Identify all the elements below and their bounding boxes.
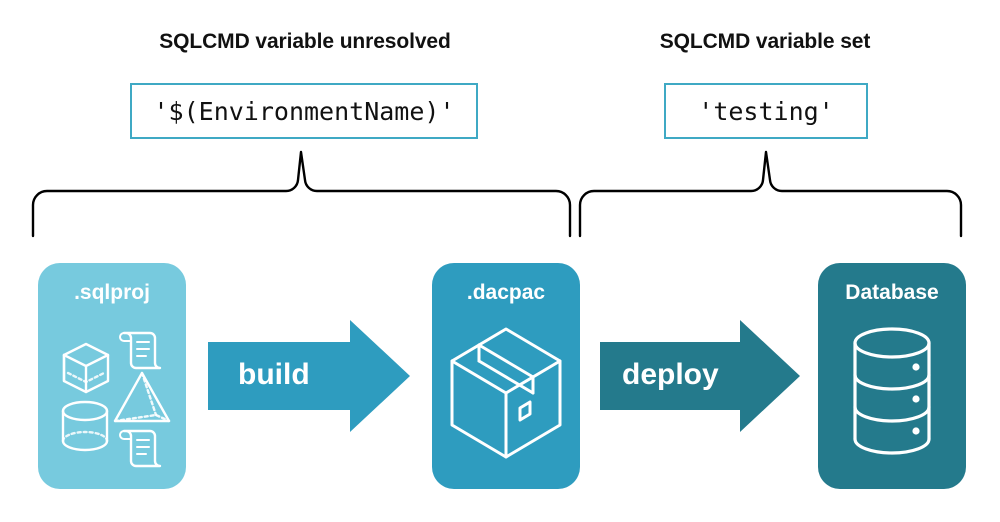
cylinder-icon: [61, 400, 109, 452]
stage-label-dacpac: .dacpac: [466, 281, 546, 304]
package-box-icon: [450, 327, 562, 459]
database-status-dots: [912, 363, 920, 435]
stage-box-database: Database: [818, 263, 966, 489]
code-value-unresolved: '$(EnvironmentName)': [153, 96, 455, 126]
scroll-icon: [119, 331, 162, 370]
group-title-unresolved: SQLCMD variable unresolved: [159, 30, 451, 53]
arrow-deploy: [600, 320, 800, 432]
dacpac-artwork: [450, 327, 562, 459]
arrow-build: [208, 320, 410, 432]
code-box-unresolved: '$(EnvironmentName)': [130, 83, 478, 139]
arrow-label-deploy: deploy: [622, 358, 719, 391]
cube-icon: [62, 342, 110, 394]
arrow-label-build: build: [238, 358, 310, 391]
sqlproj-artwork: [61, 331, 171, 468]
brace-unresolved: [31, 150, 572, 238]
group-title-set: SQLCMD variable set: [659, 30, 871, 53]
stage-box-sqlproj: .sqlproj: [38, 263, 186, 489]
stage-box-dacpac: .dacpac: [432, 263, 580, 489]
code-value-set: 'testing': [698, 96, 834, 126]
pyramid-icon: [113, 371, 171, 423]
code-box-set: 'testing': [664, 83, 868, 139]
stage-label-database: Database: [845, 281, 939, 304]
brace-set: [578, 150, 963, 238]
database-cylinder-icon: [853, 327, 931, 455]
database-artwork: [853, 327, 931, 455]
scroll-icon: [119, 429, 162, 468]
stage-label-sqlproj: .sqlproj: [74, 281, 150, 304]
